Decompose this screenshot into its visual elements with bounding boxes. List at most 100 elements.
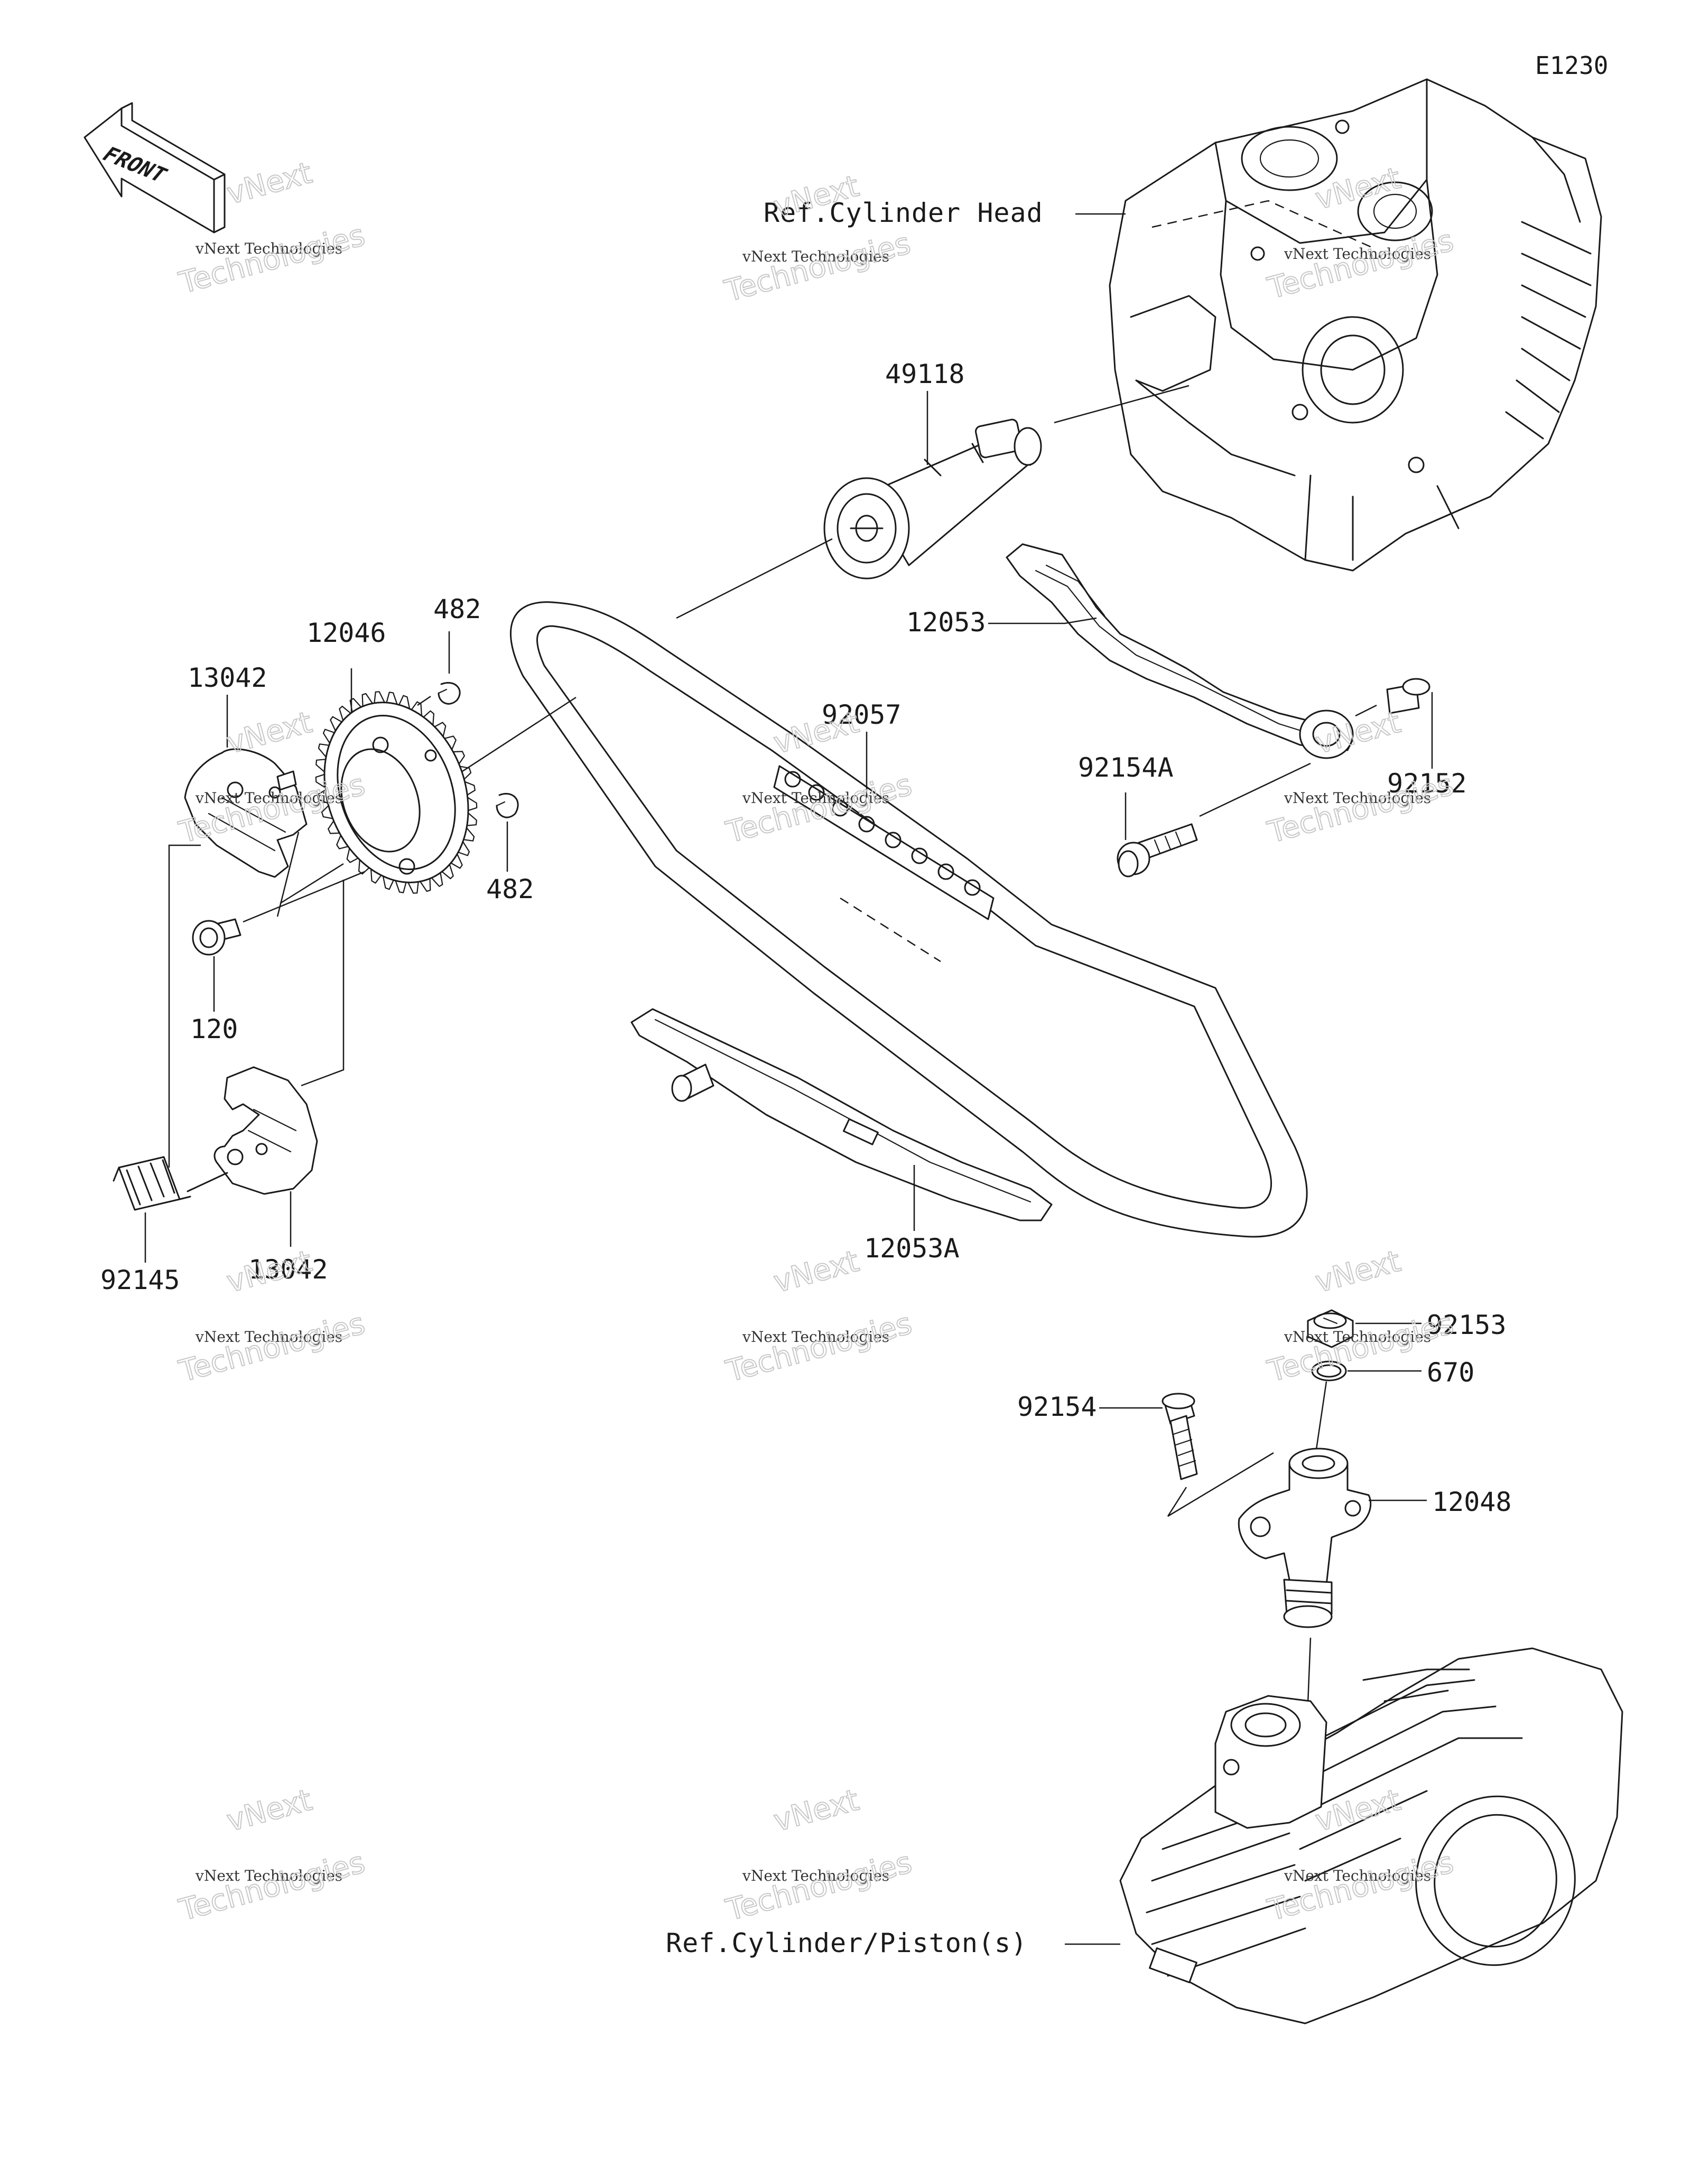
timing-chain — [510, 601, 1308, 1238]
sprocket-tooth — [463, 827, 475, 842]
svg-text:Technologies: Technologies — [721, 226, 914, 309]
label-weight-bottom: 13042 — [248, 1254, 328, 1285]
svg-text:vNext: vNext — [770, 1244, 862, 1300]
svg-text:vNext Technologies: vNext Technologies — [1284, 1328, 1431, 1346]
weight-bottom — [213, 1066, 318, 1195]
svg-text:vNext Technologies: vNext Technologies — [195, 1867, 342, 1884]
sprocket-tooth — [395, 880, 407, 893]
sprocket-tooth — [464, 781, 476, 796]
sprocket-tooth — [423, 710, 435, 726]
watermark: vNext vNext Technologies Technologies — [722, 1782, 916, 1928]
svg-text:vNext Technologies: vNext Technologies — [195, 240, 342, 257]
sprocket-tooth — [361, 693, 374, 707]
label-circlip-top: 482 — [433, 594, 481, 624]
sprocket-tooth — [419, 878, 431, 892]
tensioner-bolt — [1307, 1309, 1354, 1348]
svg-text:vNext: vNext — [770, 1783, 862, 1838]
label-bolt-guide: 92154A — [1078, 752, 1174, 783]
spring — [113, 1156, 228, 1211]
weight-top — [184, 748, 308, 878]
sprocket-tooth — [330, 716, 342, 732]
sprocket-tooth — [370, 868, 382, 884]
sprocket-tooth — [431, 872, 443, 887]
tensioner — [1238, 1448, 1372, 1628]
sprocket-tooth — [327, 820, 340, 834]
sprocket-tooth — [450, 853, 463, 869]
sprocket-tooth — [407, 881, 419, 894]
tensioner-mount-bolt — [1162, 1393, 1198, 1480]
svg-text:vNext Technologies: vNext Technologies — [742, 1867, 889, 1884]
ref-cylinder-piston-label: Ref.Cylinder/Piston(s) — [666, 1928, 1027, 1958]
sprocket-tooth — [322, 729, 336, 744]
svg-text:vNext Technologies: vNext Technologies — [195, 1328, 342, 1346]
label-o-ring: 670 — [1427, 1357, 1474, 1388]
sprocket-tooth — [466, 812, 477, 826]
svg-text:vNext Technologies: vNext Technologies — [1284, 1867, 1431, 1884]
label-cam-sprocket: 12046 — [306, 618, 386, 648]
sprocket-tooth — [318, 743, 330, 758]
sprocket-tooth — [444, 735, 457, 751]
svg-text:Technologies: Technologies — [1264, 768, 1457, 850]
svg-text:vNext Technologies: vNext Technologies — [195, 789, 342, 807]
svg-text:vNext Technologies: vNext Technologies — [742, 789, 889, 807]
label-chain-guide-lower: 12053A — [864, 1233, 960, 1264]
bolt-guide — [1117, 823, 1198, 878]
sprocket-tooth — [321, 805, 333, 819]
circlip-bottom — [496, 792, 519, 818]
sprocket-tooth — [317, 789, 329, 804]
label-tensioner-bolt: 92153 — [1427, 1310, 1507, 1340]
diagram-id: E1230 — [1535, 51, 1608, 80]
sprocket-tooth — [386, 692, 398, 705]
watermark: vNext vNext Technologies Technologies — [720, 169, 914, 310]
label-tensioner: 12048 — [1432, 1487, 1512, 1517]
label-chain-guide-upper: 12053 — [906, 607, 986, 638]
sprocket-tooth — [315, 773, 326, 788]
svg-text:vNext Technologies: vNext Technologies — [742, 1328, 889, 1346]
front-arrow-icon: FRONT — [83, 102, 226, 234]
sprocket-tooth — [346, 847, 359, 863]
sprocket-tooth — [382, 875, 394, 890]
sprocket-tooth — [459, 766, 472, 780]
sprocket-tooth — [374, 691, 385, 704]
svg-text:vNext: vNext — [1312, 1244, 1404, 1300]
chain-guide-lower — [630, 1008, 1053, 1221]
chain-links — [773, 765, 995, 920]
label-spring: 92145 — [100, 1265, 180, 1295]
sprocket-tooth — [411, 701, 423, 717]
cylinder-block — [1119, 1647, 1623, 2024]
svg-text:Technologies: Technologies — [175, 218, 368, 301]
sprocket-tooth — [434, 722, 447, 738]
svg-text:vNext: vNext — [223, 156, 315, 211]
bolt-120 — [192, 918, 241, 956]
svg-text:vNext: vNext — [770, 705, 862, 761]
svg-text:Technologies: Technologies — [175, 1845, 368, 1928]
label-collar: 92152 — [1387, 768, 1467, 799]
label-camshaft: 49118 — [885, 359, 965, 389]
label-circlip-bottom: 482 — [486, 874, 534, 904]
svg-text:vNext Technologies: vNext Technologies — [1284, 245, 1431, 263]
label-bolt-120: 120 — [190, 1014, 238, 1044]
svg-text:Technologies: Technologies — [722, 1845, 915, 1928]
svg-text:vNext Technologies: vNext Technologies — [742, 248, 889, 265]
camshaft — [823, 418, 1042, 580]
sprocket-tooth — [336, 834, 349, 850]
label-weight-top: 13042 — [188, 662, 267, 693]
svg-text:Technologies: Technologies — [175, 1306, 368, 1389]
cam-sprocket — [315, 691, 478, 894]
label-tensioner-mount-bolt: 92154 — [1017, 1392, 1097, 1422]
o-ring — [1311, 1360, 1347, 1382]
sprocket-tooth — [457, 841, 470, 856]
chain-guide-upper — [1006, 543, 1354, 759]
sprocket-tooth — [358, 859, 370, 875]
watermark: vNext vNext Technologies Technologies — [722, 1244, 916, 1389]
cylinder-head — [1109, 78, 1602, 572]
sprocket-tooth — [441, 864, 454, 880]
sprocket-tooth — [452, 751, 466, 765]
sprocket-tooth — [339, 705, 351, 721]
watermark: vNext vNext Technologies Technologies — [175, 1782, 369, 1928]
sprocket-tooth — [398, 695, 411, 710]
svg-text:vNext Technologies: vNext Technologies — [1284, 789, 1431, 807]
collar — [1386, 678, 1430, 714]
ref-cylinder-head-label: Ref.Cylinder Head — [764, 198, 1043, 228]
